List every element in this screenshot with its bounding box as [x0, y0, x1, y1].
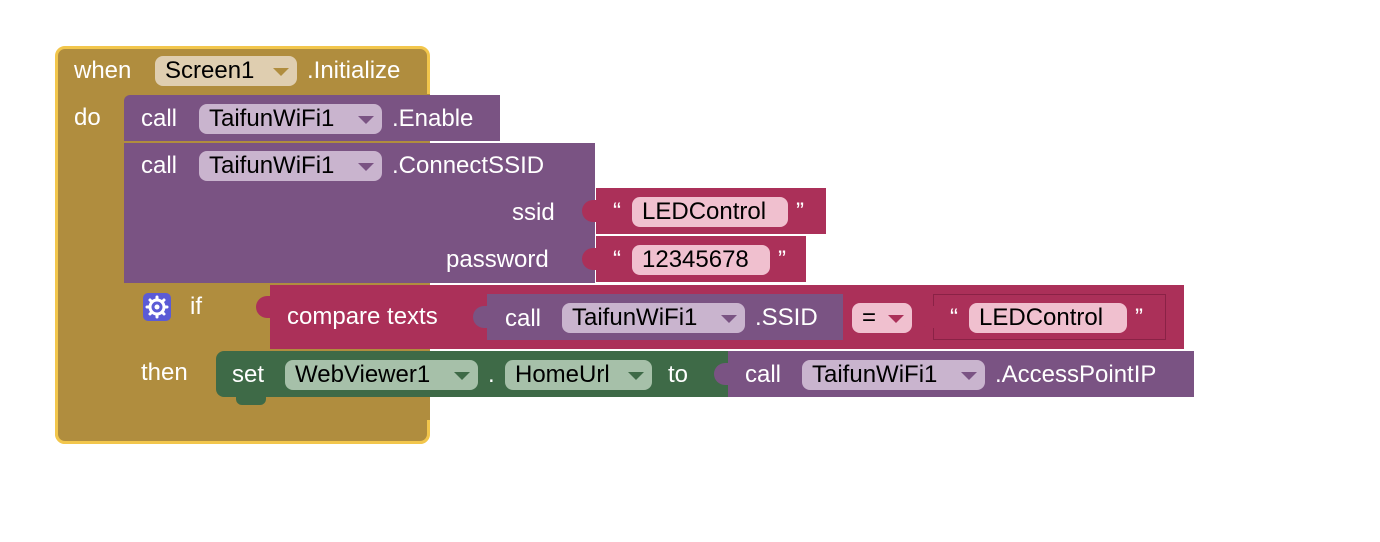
compare-texts-label: compare texts — [287, 303, 438, 330]
ssid-getter-property: .SSID — [755, 304, 818, 331]
chevron-down-icon — [358, 116, 374, 124]
password-socket-label: password — [446, 246, 549, 273]
gear-icon — [145, 295, 169, 319]
do-label: do — [74, 104, 101, 131]
chevron-down-icon — [273, 68, 289, 76]
ssid-getter-call-label: call — [505, 305, 542, 332]
compare-texts-plug — [256, 296, 272, 318]
password-text-block-plug — [582, 248, 598, 270]
webviewer-component-name: WebViewer1 — [295, 361, 431, 388]
when-label: when — [74, 57, 132, 84]
password-close-quote: ” — [778, 246, 786, 273]
compare-text-field[interactable]: LEDControl — [969, 303, 1127, 333]
chevron-down-icon — [961, 372, 977, 380]
chevron-down-icon — [628, 372, 644, 380]
ap-component-name: TaifunWiFi1 — [812, 361, 938, 388]
enable-component-dropdown[interactable]: TaifunWiFi1 — [199, 104, 382, 134]
connect-call-label: call — [141, 152, 178, 179]
ssid-getter-component-dropdown[interactable]: TaifunWiFi1 — [562, 303, 745, 333]
ap-method-name: .AccessPointIP — [995, 361, 1157, 388]
compare-open-quote: “ — [950, 304, 958, 331]
compare-operator-value: = — [862, 304, 877, 331]
chevron-down-icon — [888, 315, 904, 323]
connect-component-dropdown[interactable]: TaifunWiFi1 — [199, 151, 382, 181]
compare-value-plug — [919, 306, 935, 328]
connect-method-name: .ConnectSSID — [392, 152, 545, 179]
password-text-value: 12345678 — [642, 246, 749, 273]
compare-operator-dropdown[interactable]: = — [852, 303, 912, 333]
access-point-ip-plug — [714, 363, 730, 385]
ssid-text-field[interactable]: LEDControl — [632, 197, 788, 227]
enable-call-label: call — [141, 105, 178, 132]
enable-method-name: .Enable — [392, 105, 474, 132]
set-dot: . — [488, 361, 495, 388]
event-name: .Initialize — [307, 57, 401, 84]
ssid-socket-label: ssid — [512, 199, 555, 226]
ssid-getter-plug — [473, 306, 489, 328]
ssid-getter-component-name: TaifunWiFi1 — [572, 304, 698, 331]
gear-mutator-button[interactable] — [143, 293, 171, 321]
if-label: if — [190, 293, 202, 320]
ap-call-label: call — [745, 361, 782, 388]
ssid-text-value: LEDControl — [642, 198, 767, 225]
ssid-text-block-plug — [582, 200, 598, 222]
chevron-down-icon — [721, 315, 737, 323]
compare-text-value: LEDControl — [979, 304, 1104, 331]
homeurl-property-dropdown[interactable]: HomeUrl — [505, 360, 652, 390]
enable-component-name: TaifunWiFi1 — [209, 105, 335, 132]
chevron-down-icon — [454, 372, 470, 380]
screen-component-name: Screen1 — [165, 57, 255, 84]
connect-component-name: TaifunWiFi1 — [209, 152, 335, 179]
password-text-field[interactable]: 12345678 — [632, 245, 770, 275]
set-label: set — [232, 361, 265, 388]
screen-component-dropdown[interactable]: Screen1 — [155, 56, 297, 86]
homeurl-property-name: HomeUrl — [515, 361, 610, 388]
chevron-down-icon — [358, 163, 374, 171]
password-open-quote: “ — [613, 246, 621, 273]
webviewer-component-dropdown[interactable]: WebViewer1 — [285, 360, 478, 390]
ap-component-dropdown[interactable]: TaifunWiFi1 — [802, 360, 985, 390]
compare-close-quote: ” — [1135, 304, 1143, 331]
set-homeurl-block-tab — [236, 395, 266, 405]
to-label: to — [668, 361, 689, 388]
ssid-open-quote: “ — [613, 198, 621, 225]
ssid-close-quote: ” — [796, 198, 804, 225]
then-label: then — [141, 359, 188, 386]
